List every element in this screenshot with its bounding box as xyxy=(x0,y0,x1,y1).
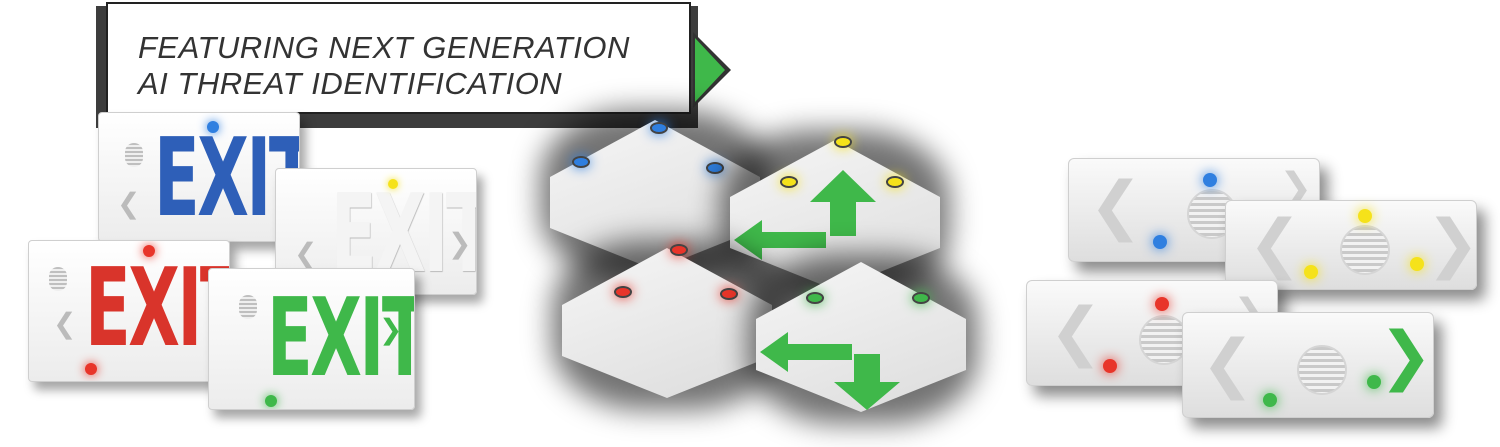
status-light-blue xyxy=(650,122,668,134)
speaker-grille-icon xyxy=(125,143,143,167)
exit-text-blue: EXIT xyxy=(154,116,300,241)
wall-unit-green: ❮ ❯ xyxy=(1182,312,1434,418)
chevron-left-icon: ❮ xyxy=(53,307,77,340)
chevron-left-icon: ❮ xyxy=(1089,169,1143,243)
exit-sign-red: ❮ EXIT xyxy=(28,240,230,382)
callout-line-1: FEATURING NEXT GENERATION xyxy=(138,30,630,65)
chevron-right-icon: ❯ xyxy=(1426,207,1480,281)
status-light-red xyxy=(614,286,632,298)
exit-text-red: EXIT xyxy=(85,246,230,371)
exit-sign-blue: ❮ EXIT xyxy=(98,112,300,242)
status-light-blue xyxy=(1153,235,1167,249)
speaker-grille-icon xyxy=(1297,345,1347,395)
chevron-right-icon: ❯ xyxy=(448,227,472,260)
status-light-green xyxy=(1367,375,1381,389)
status-light-green xyxy=(912,292,930,304)
status-light-blue xyxy=(706,162,724,174)
status-light-red-low xyxy=(85,363,97,375)
status-light-red xyxy=(1155,297,1169,311)
speaker-grille-icon xyxy=(1139,315,1189,365)
status-light-blue xyxy=(572,156,590,168)
status-light-yellow xyxy=(886,176,904,188)
status-light-yellow xyxy=(834,136,852,148)
status-light-green xyxy=(1263,393,1277,407)
chevron-left-icon: ❮ xyxy=(1049,295,1103,369)
arrow-left-icon xyxy=(760,332,852,372)
exit-sign-green: EXIT ❯ xyxy=(208,268,415,410)
chevron-left-icon: ❮ xyxy=(1201,327,1255,401)
callout-arrow-icon xyxy=(695,38,725,102)
status-light-yellow xyxy=(1304,265,1318,279)
exit-sign-white: EXIT ❮ ❯ xyxy=(275,168,477,295)
chevron-left-icon: ❮ xyxy=(1248,207,1302,281)
status-light-red xyxy=(1103,359,1117,373)
status-light-green xyxy=(806,292,824,304)
status-light-blue xyxy=(1203,173,1217,187)
speaker-grille-icon xyxy=(239,295,257,319)
status-light-yellow xyxy=(1358,209,1372,223)
status-light-yellow xyxy=(780,176,798,188)
speaker-grille-icon xyxy=(49,267,67,291)
arrow-down-icon xyxy=(834,354,900,410)
arrow-up-icon xyxy=(810,170,876,236)
arrow-left-icon xyxy=(734,220,826,260)
status-light-green xyxy=(265,395,277,407)
chevron-right-icon: ❯ xyxy=(379,313,403,346)
chevron-right-icon: ❯ xyxy=(1379,319,1433,393)
chevron-left-icon: ❮ xyxy=(294,237,318,270)
callout-banner xyxy=(106,2,691,114)
status-light-red xyxy=(670,244,688,256)
status-light-yellow xyxy=(388,179,398,189)
status-light-blue xyxy=(207,121,219,133)
callout-line-2: AI THREAT IDENTIFICATION xyxy=(138,66,563,101)
wall-unit-yellow: ❮ ❯ xyxy=(1225,200,1480,290)
speaker-grille-icon xyxy=(1340,225,1390,275)
status-light-red xyxy=(720,288,738,300)
exit-text-green: EXIT xyxy=(267,276,415,401)
status-light-yellow xyxy=(1410,257,1424,271)
callout-headline: FEATURING NEXT GENERATION AI THREAT IDEN… xyxy=(138,30,630,102)
chevron-left-icon: ❮ xyxy=(117,187,141,220)
status-light-red xyxy=(143,245,155,257)
